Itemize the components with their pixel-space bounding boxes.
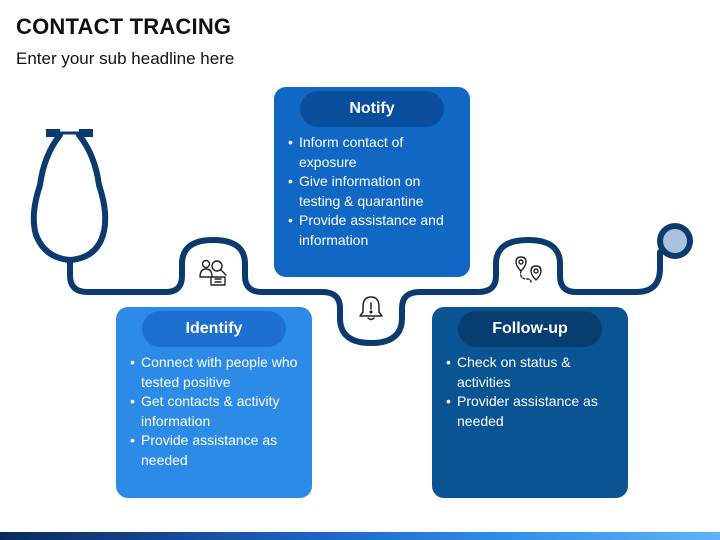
identify-card: Identify Connect with people who tested …	[116, 307, 312, 498]
followup-card: Follow-up Check on status & activities P…	[432, 307, 628, 498]
page-title: CONTACT TRACING	[16, 14, 232, 39]
stethoscope-tube	[67, 237, 663, 346]
page-subtitle: Enter your sub headline here	[16, 49, 235, 68]
identify-bullet: Get contacts & activity information	[130, 392, 306, 431]
notify-bullet: Inform contact of exposure	[288, 133, 464, 172]
notify-card: Notify Inform contact of exposure Give i…	[274, 87, 470, 277]
route-pins-icon	[515, 256, 542, 283]
identify-title: Identify	[142, 311, 286, 347]
stethoscope-right-ear-arm	[76, 132, 109, 238]
identify-bullet: Connect with people who tested positive	[130, 353, 306, 392]
footer-gradient-bar	[0, 532, 720, 540]
notify-title: Notify	[300, 91, 444, 127]
notify-bullet-list: Inform contact of exposure Give informat…	[288, 133, 464, 250]
stethoscope-left-ear-tip	[46, 129, 60, 137]
notify-bullet: Give information on testing & quarantine	[288, 172, 464, 211]
stethoscope-chestpiece-inner	[663, 229, 687, 253]
identify-bullet: Provide assistance as needed	[130, 431, 306, 470]
followup-bullet: Provider assistance as needed	[446, 392, 622, 431]
stethoscope-right-ear-tip	[79, 129, 93, 137]
followup-bullet-list: Check on status & activities Provider as…	[446, 353, 622, 431]
bell-icon	[359, 296, 383, 321]
stethoscope-left-ear-arm	[30, 132, 63, 238]
identify-bullet-list: Connect with people who tested positive …	[130, 353, 306, 470]
notify-bullet: Provide assistance and information	[288, 211, 464, 250]
doctor-search-icon	[199, 259, 227, 286]
followup-bullet: Check on status & activities	[446, 353, 622, 392]
followup-title: Follow-up	[458, 311, 602, 347]
stethoscope-headset-loop	[33, 232, 106, 263]
